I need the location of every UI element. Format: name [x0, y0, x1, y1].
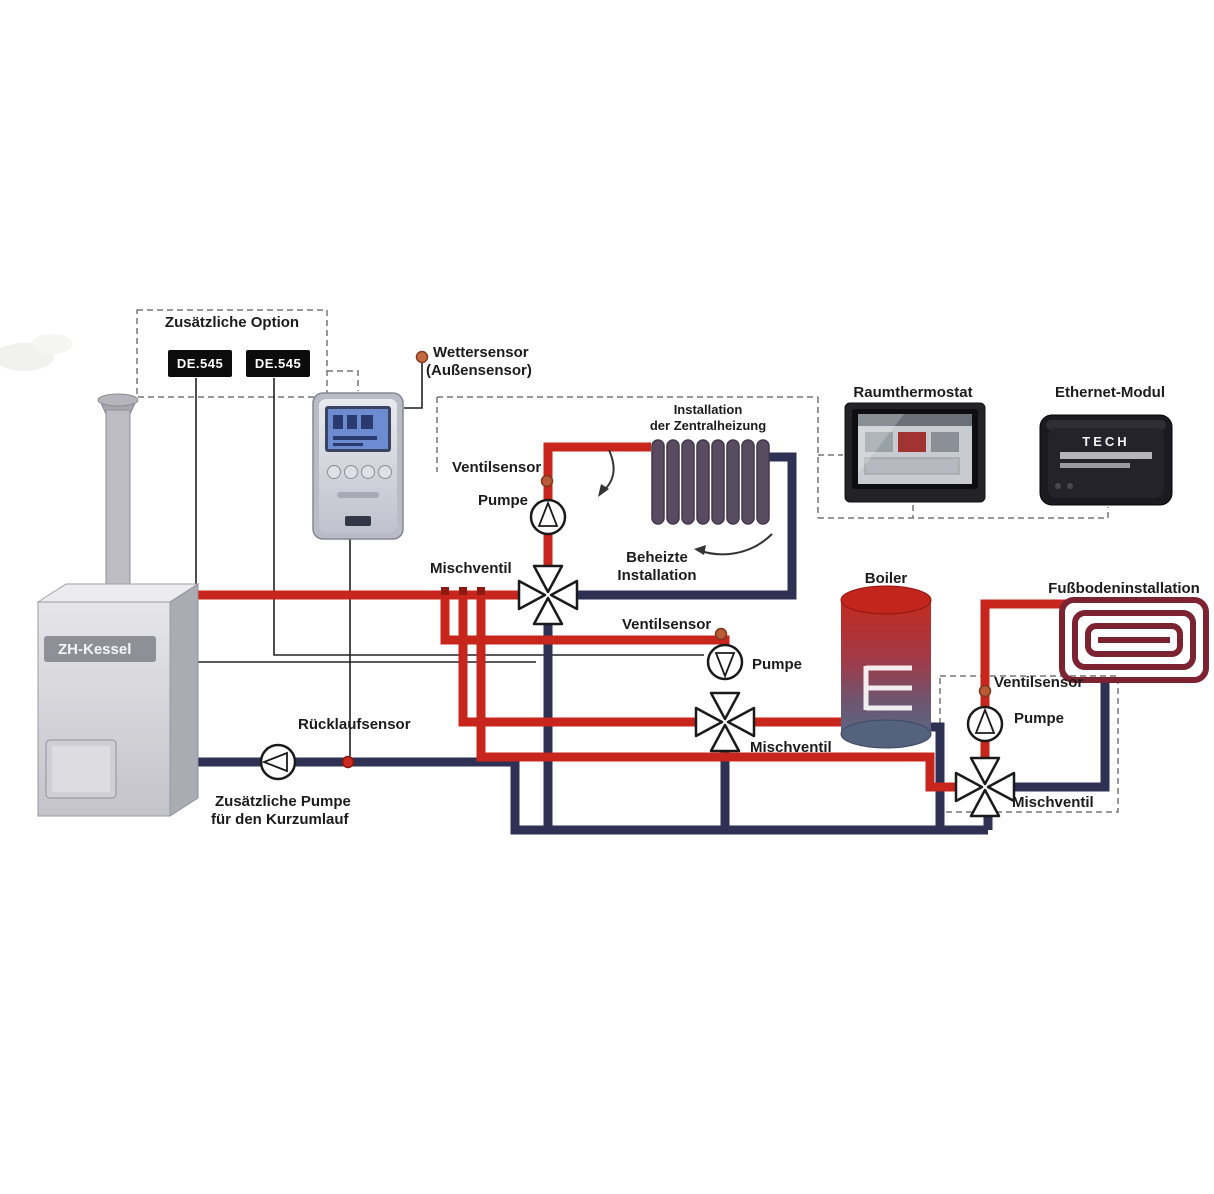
- label-pumpe-3: Pumpe: [1014, 710, 1065, 727]
- mixing-valve-1: [517, 564, 579, 626]
- return-sensor-dot: [341, 755, 355, 769]
- main-return-pipe: [198, 757, 988, 835]
- radiator-return-pipe: [562, 452, 797, 600]
- label-ventilsensor-1: Ventilsensor: [452, 459, 542, 476]
- branch-supply-valve3: [476, 595, 958, 792]
- floor-heating-coil: [1059, 597, 1209, 683]
- pipe-junctions: [441, 587, 485, 595]
- label-mischventil-1: Mischventil: [430, 560, 512, 577]
- valve-sensor-dot-3: [978, 684, 992, 698]
- pump-2: [706, 643, 744, 681]
- label-zusaetzliche-option: Zusätzliche Option: [164, 314, 300, 331]
- mixing-valve-3: [954, 756, 1016, 818]
- label-zh-kessel: ZH-Kessel: [58, 641, 132, 658]
- tank-coil-symbol: [863, 665, 912, 711]
- module-de545-1: DE.545: [168, 350, 232, 377]
- label-pumpe-2: Pumpe: [752, 656, 803, 673]
- floor-return-pipe: [1013, 678, 1110, 792]
- module-de545-2: DE.545: [246, 350, 310, 377]
- controller-logo: [345, 516, 371, 526]
- ethernet-module-brand: TECH: [1082, 434, 1130, 449]
- label-pumpe-1: Pumpe: [478, 492, 529, 509]
- bypass-pump: [259, 743, 297, 781]
- ethernet-module: [1039, 414, 1173, 506]
- chimney-cap: [97, 393, 139, 407]
- kessel-label-band: [44, 636, 156, 662]
- label-installation-2: der Zentralheizung: [649, 418, 767, 433]
- room-thermostat: [844, 402, 986, 503]
- label-installation-1: Installation: [673, 402, 743, 417]
- valve-sensor-dot-2: [714, 627, 728, 641]
- label-ruecklaufsensor: Rücklaufsensor: [298, 716, 411, 733]
- mixing-valve-2: [694, 691, 756, 753]
- flow-arrows: [598, 449, 773, 556]
- label-mischventil-2: Mischventil: [750, 739, 832, 756]
- label-aussensensor: (Außensensor): [426, 362, 532, 379]
- dhw-tank: [840, 585, 932, 749]
- heating-controller: [312, 392, 404, 540]
- label-zusatz-pumpe-2: für den Kurzumlauf: [211, 811, 349, 828]
- tank-return-pipe: [930, 722, 945, 830]
- label-wettersensor: Wettersensor: [433, 344, 529, 361]
- label-fussbodeninstallation: Fußbodeninstallation: [1048, 580, 1200, 597]
- label-beheizte-2: Installation: [617, 567, 697, 584]
- label-beheizte-1: Beheizte: [626, 549, 688, 566]
- chimney: [105, 409, 131, 587]
- label-zusatz-pumpe-1: Zusätzliche Pumpe: [215, 793, 351, 810]
- dashed-box-option: [136, 309, 328, 398]
- sensor-wires: [195, 363, 704, 756]
- controller-buttons: [327, 465, 392, 479]
- weather-sensor-dot: [415, 350, 429, 364]
- smoke-puff: [0, 334, 72, 371]
- dashed-control-lines: [136, 309, 1119, 813]
- label-boiler: Boiler: [864, 570, 908, 587]
- label-raumthermostat: Raumthermostat: [853, 384, 973, 401]
- label-mischventil-3: Mischventil: [1012, 794, 1094, 811]
- radiator: [651, 439, 770, 525]
- branch-supply-valve2: [458, 595, 699, 727]
- pump-3: [966, 705, 1004, 743]
- valve-sensor-dot-1: [540, 474, 554, 488]
- label-ventilsensor-3: Ventilsensor: [994, 674, 1084, 691]
- label-ventilsensor-2: Ventilsensor: [622, 616, 712, 633]
- pump-1: [529, 498, 567, 536]
- zh-kessel-boiler: [36, 393, 200, 817]
- label-ethernet-modul: Ethernet-Modul: [1055, 384, 1165, 401]
- radiator-supply-pipe: [543, 442, 651, 580]
